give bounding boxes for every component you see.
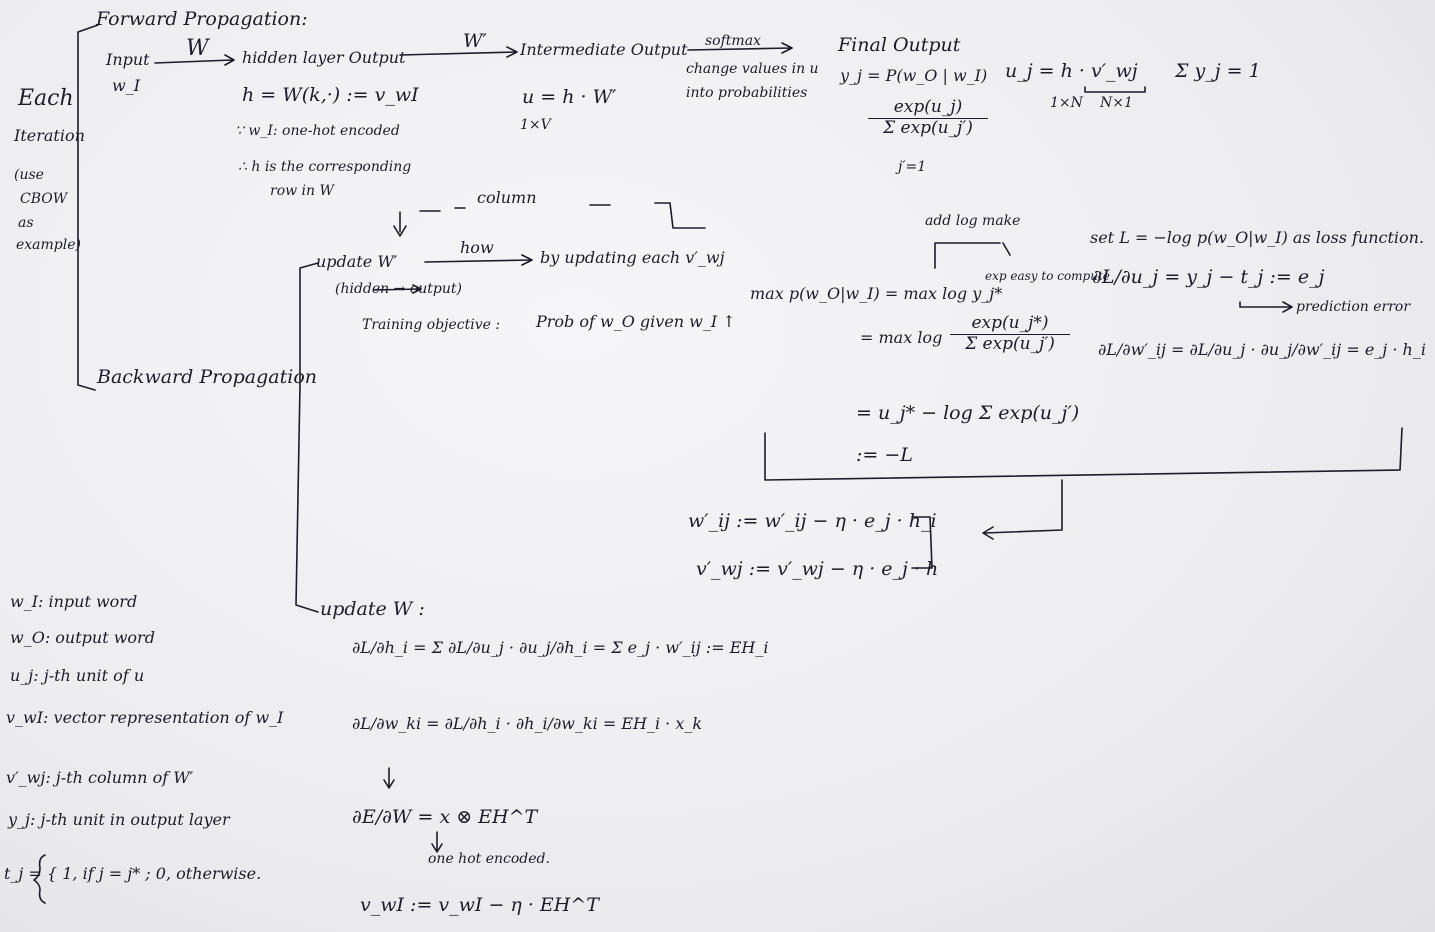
softmax-fraction: exp(u_j) Σ exp(u_j′) — [868, 97, 988, 139]
row-in-w: row in W — [270, 183, 334, 199]
dl-dwij: ∂L/∂w′_ij = ∂L/∂u_j · ∂u_j/∂w′_ij = e_j … — [1098, 340, 1426, 359]
cbow-note-1: (use — [14, 167, 44, 183]
column-label: column — [477, 188, 537, 207]
cbow-note-3: as — [18, 215, 34, 231]
cbow-note-2: CBOW — [20, 191, 68, 207]
sum-lower-index: j′=1 — [898, 159, 927, 175]
dim-1xn: 1×N — [1050, 95, 1083, 111]
hidden-output-label: hidden layer Output — [242, 48, 406, 67]
final-output-label: Final Output — [838, 34, 961, 56]
dim-nx1: N×1 — [1100, 95, 1133, 111]
legend-tj: t_j = { 1, if j = j* ; 0, otherwise. — [4, 864, 262, 883]
exp-easy-note: exp easy to compute — [985, 269, 1110, 283]
legend-yj: y_j: j-th unit in output layer — [8, 810, 230, 829]
update-vwi: v_wI := v_wI − η · EH^T — [360, 894, 599, 916]
max-log-fraction: exp(u_j*) Σ exp(u_j′) — [950, 313, 1070, 355]
uj-star-eq: = u_j* − log Σ exp(u_j′) — [856, 402, 1080, 424]
exp-uj-star: exp(u_j*) — [971, 313, 1049, 333]
legend-vwi: v_wI: vector representation of w_I — [6, 708, 284, 727]
input-label: Input — [106, 50, 150, 69]
exp-sum-den: Σ exp(u_j′) — [950, 333, 1070, 355]
training-objective: Training objective : — [362, 317, 501, 333]
one-hot-encoded: one hot encoded. — [428, 851, 550, 867]
each-label: Each — [18, 86, 74, 111]
hidden-to-output: (hidden → output) — [335, 281, 462, 297]
prediction-error-label: prediction error — [1296, 299, 1411, 315]
update-w-label: update W : — [320, 598, 425, 620]
exp-denominator: Σ exp(u_j′) — [868, 117, 988, 139]
input-var: w_I — [112, 76, 141, 95]
dl-duj: ∂L/∂u_j = y_j − t_j := e_j — [1092, 266, 1325, 288]
update-wprime: update W′ — [316, 252, 398, 271]
yj-definition: y_j = P(w_O | w_I) — [840, 66, 988, 85]
update-vwj: v′_wj := v′_wj − η · e_j · h — [696, 558, 939, 580]
change-values: change values in u — [686, 61, 819, 77]
set-loss: set L = −log p(w_O|w_I) as loss function… — [1090, 228, 1425, 247]
exp-numerator: exp(u_j) — [893, 97, 963, 117]
max-prob: max p(w_O|w_I) = max log y_j* — [750, 284, 1003, 303]
prob-wo: Prob of w_O given w_I ↑ — [536, 312, 736, 331]
forward-title: Forward Propagation: — [96, 8, 308, 30]
de-dw: ∂E/∂W = x ⊗ EH^T — [352, 806, 538, 828]
update-wij: w′_ij := w′_ij − η · e_j · h_i — [688, 510, 937, 532]
neg-l-eq: := −L — [856, 444, 913, 466]
into-probabilities: into probabilities — [686, 85, 808, 101]
dl-dwki: ∂L/∂w_ki = ∂L/∂h_i · ∂h_i/∂w_ki = EH_i ·… — [352, 714, 703, 733]
backward-title: Backward Propagation — [97, 366, 317, 388]
cbow-note-4: example) — [16, 237, 81, 253]
how-label: how — [460, 238, 494, 257]
u-definition: u = h · W′ — [522, 86, 617, 108]
arrow-w-label: W — [186, 36, 209, 61]
iteration-label: Iteration — [14, 126, 85, 145]
sum-yj: Σ y_j = 1 — [1175, 60, 1261, 82]
dl-dhi: ∂L/∂h_i = Σ ∂L/∂u_j · ∂u_j/∂h_i = Σ e_j … — [352, 638, 769, 657]
add-log-note: add log make — [925, 213, 1021, 229]
h-definition: h = W(k,·) := v_wI — [242, 84, 419, 106]
because-onehot: ∵ w_I: one-hot encoded — [235, 123, 400, 139]
intermediate-output-label: Intermediate Output — [520, 40, 688, 59]
by-updating: by updating each v′_wj — [540, 248, 725, 267]
legend-vwj: v′_wj: j-th column of W′ — [6, 768, 194, 787]
legend-uj: u_j: j-th unit of u — [10, 666, 145, 685]
legend-wo: w_O: output word — [10, 628, 155, 647]
u-dimension: 1×V — [520, 117, 551, 133]
softmax-label: softmax — [705, 33, 761, 49]
legend-wi: w_I: input word — [10, 592, 138, 611]
therefore-h: ∴ h is the corresponding — [238, 159, 412, 175]
uj-definition: u_j = h · v′_wj — [1005, 60, 1138, 82]
arrow-wprime-label: W′ — [463, 30, 487, 52]
max-log: = max log — [860, 328, 943, 347]
